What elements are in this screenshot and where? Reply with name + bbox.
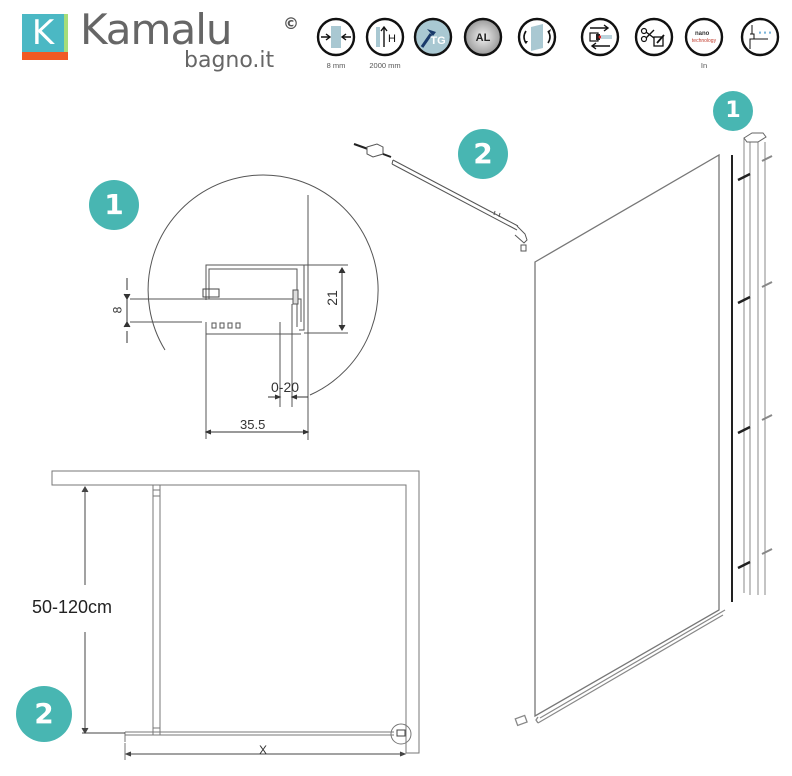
svg-text:technology: technology <box>692 38 717 44</box>
height-icon: H <box>365 17 405 57</box>
copyright-symbol: © <box>283 14 299 33</box>
badge-assembly-2: 2 <box>458 129 508 179</box>
detail-magnifier-circle <box>147 174 379 396</box>
nano-technology-label: In <box>700 61 708 70</box>
reversible-icon <box>517 17 557 57</box>
water-proof-icon <box>740 17 780 57</box>
cut-to-size-icon <box>634 17 674 57</box>
adjustable-profile-icon <box>580 17 620 57</box>
adjustment-range-dimension: 0-20 <box>271 379 300 395</box>
svg-text:TG: TG <box>430 35 445 47</box>
logo-letter: K <box>22 14 64 52</box>
glass-thickness-dimension: 8 <box>110 306 125 314</box>
tempered-glass-icon: TG <box>413 17 453 57</box>
svg-text:H: H <box>388 33 396 45</box>
panel-width-dimension: X <box>259 743 268 757</box>
brand-logo-mark: K <box>22 14 68 60</box>
brand-name: Kamalu <box>80 5 232 54</box>
height-label: 2000 mm <box>369 61 401 70</box>
profile-height-dimension: 21 <box>323 290 340 306</box>
logo-accent-green <box>64 14 68 52</box>
badge-plan-2: 2 <box>16 686 72 742</box>
logo-accent-orange <box>22 52 68 60</box>
svg-text:nano: nano <box>695 31 710 37</box>
profile-depth-dimension: 35.5 <box>240 417 266 432</box>
brand-domain: bagno.it <box>184 48 275 73</box>
bar-length-dimension: 50-120cm <box>32 597 113 617</box>
badge-detail-1: 1 <box>89 180 139 230</box>
svg-text:AL: AL <box>476 32 491 44</box>
aluminium-icon: AL <box>463 17 503 57</box>
glass-thickness-label: 8 mm <box>326 61 346 70</box>
badge-assembly-1: 1 <box>713 91 753 131</box>
glass-thickness-icon <box>316 17 356 57</box>
